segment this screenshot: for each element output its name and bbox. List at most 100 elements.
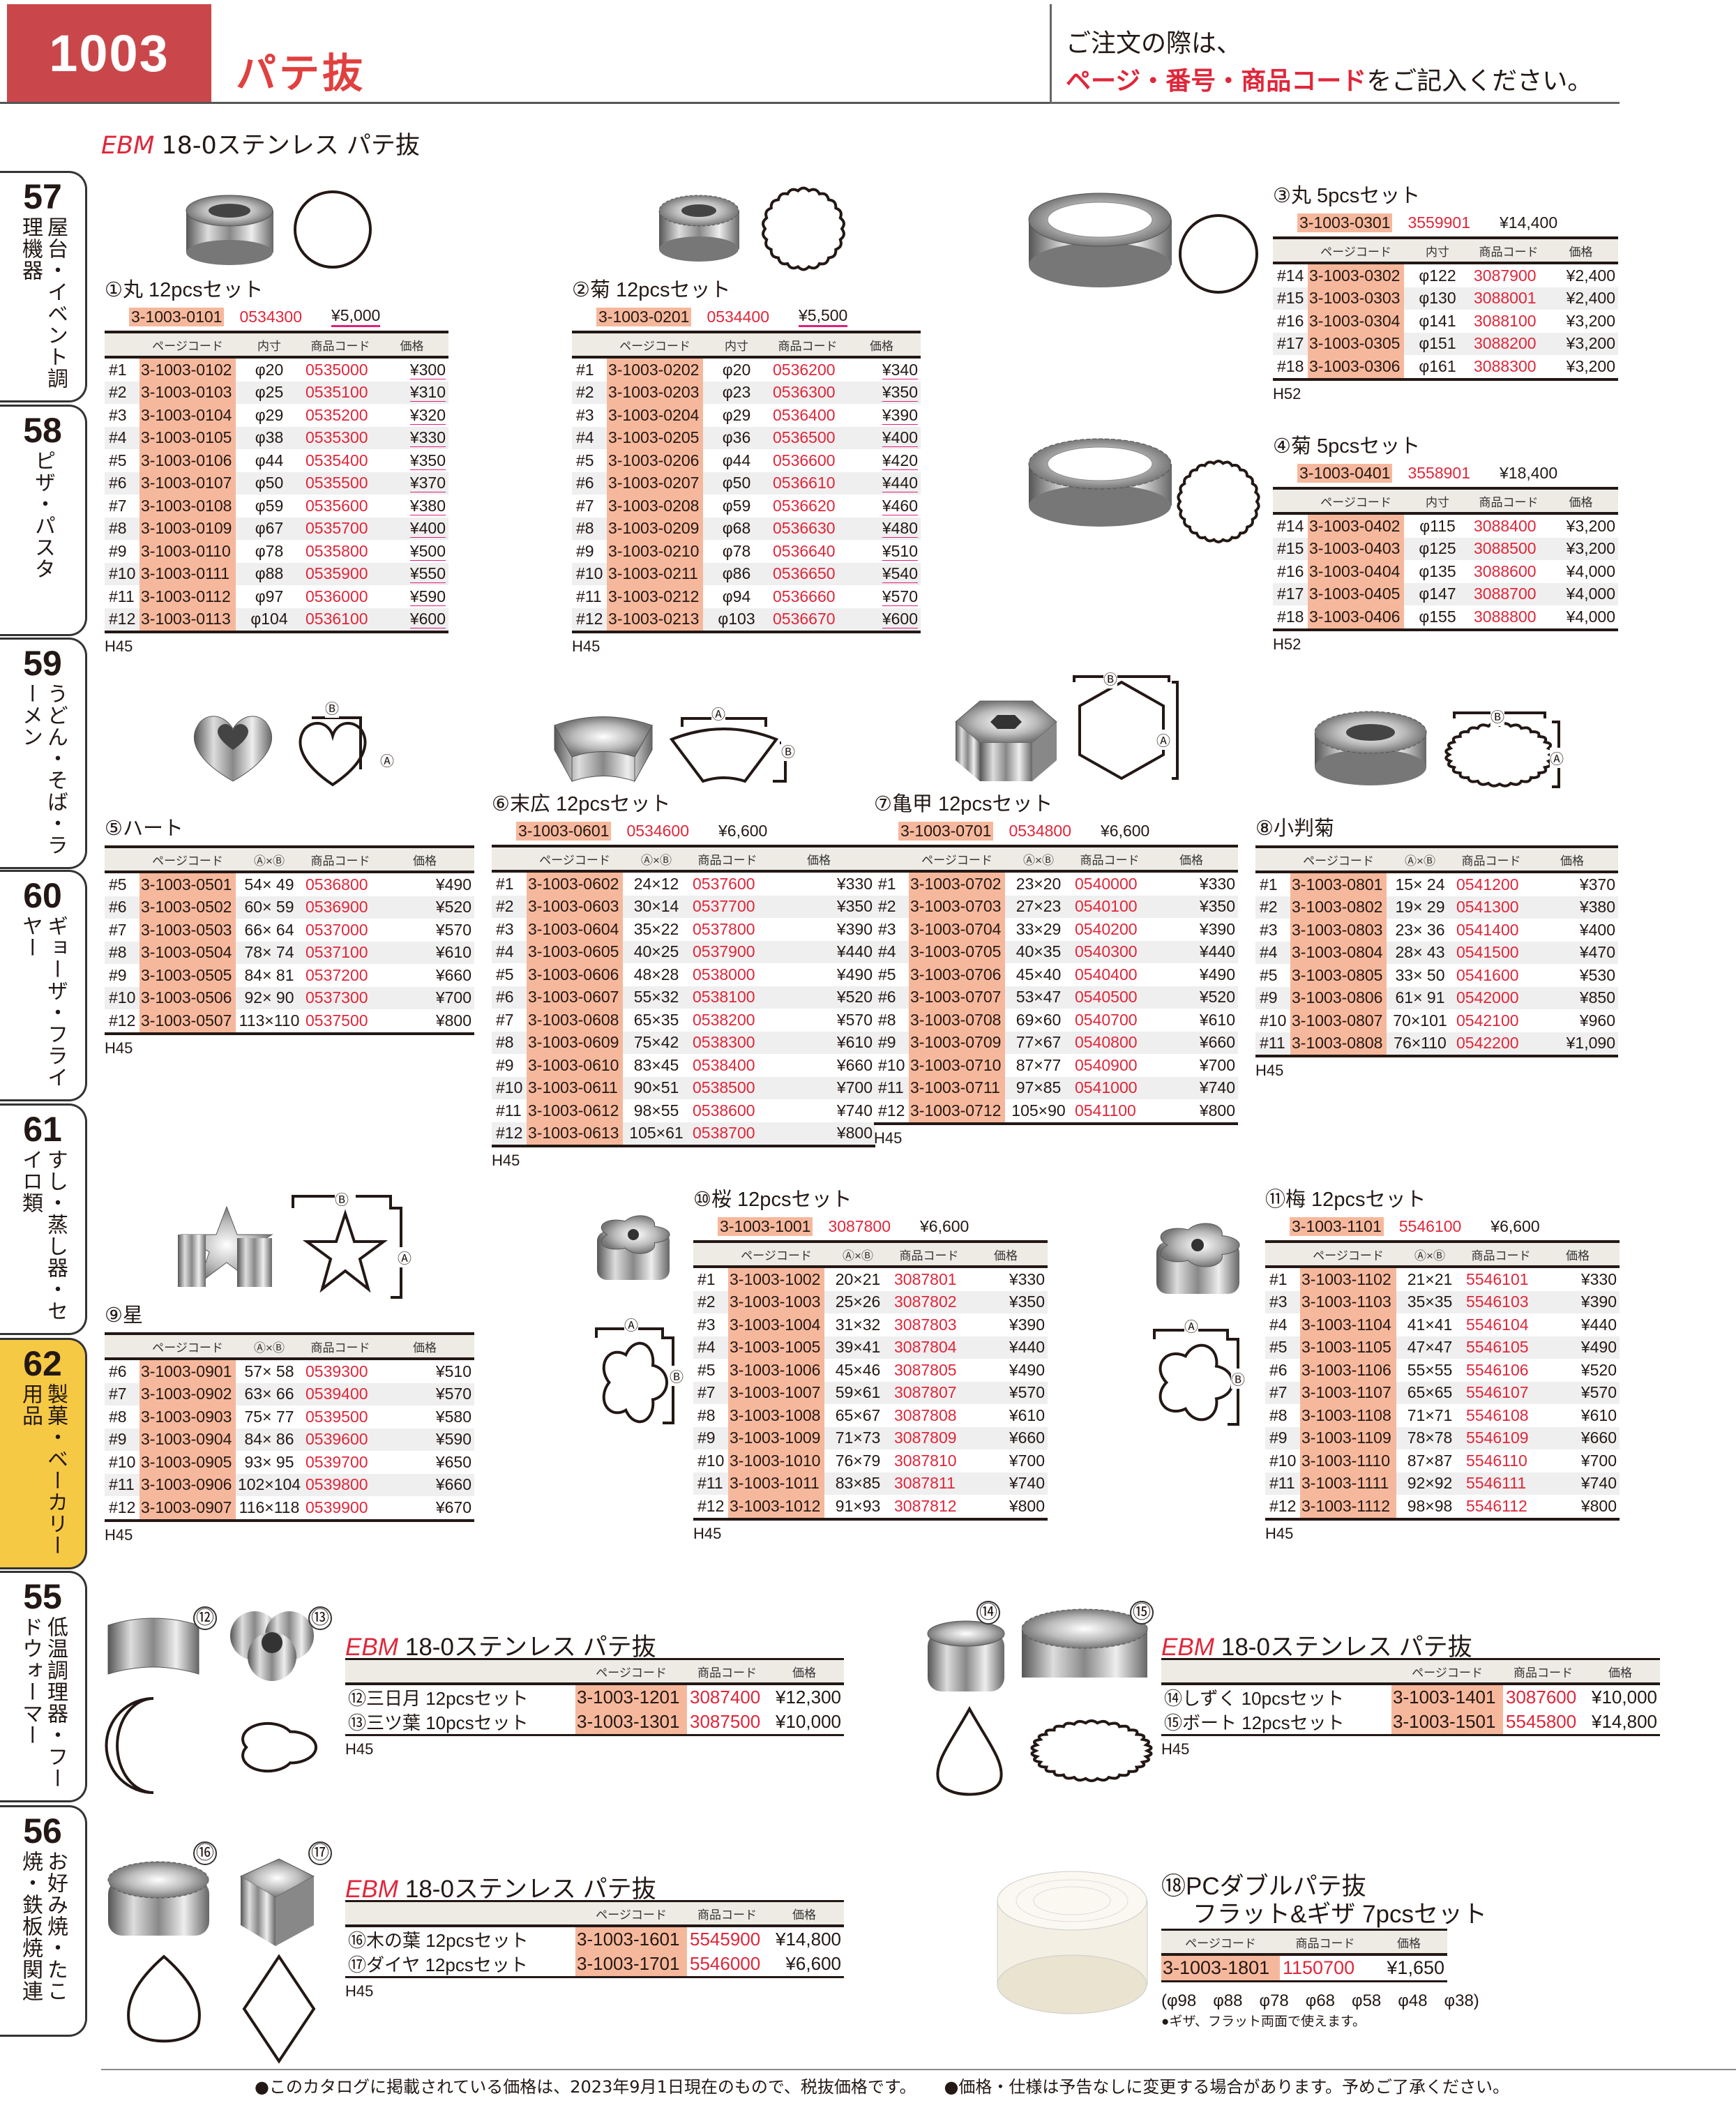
cell-no: #2 (878, 897, 896, 916)
cell-code: 0539700 (305, 1452, 368, 1471)
price: ¥490 (1009, 1360, 1045, 1379)
price: ¥580 (435, 1407, 471, 1426)
set-product-code: 0534800 (1009, 821, 1071, 840)
cell-dim: φ67 (255, 519, 284, 538)
cell-code: 5546106 (1466, 1360, 1529, 1379)
oval-scalloped-diagram (1444, 711, 1560, 788)
cell-no: #16 (1277, 562, 1304, 580)
dimension-label-a: Ⓐ (1550, 748, 1564, 768)
cell-page: 3-1003-0611 (527, 1076, 623, 1099)
notice-highlight: ページ・番号・商品コード (1066, 67, 1367, 96)
cell-price: ¥2,400 (1546, 289, 1618, 308)
cell-price: ¥3,200 (1546, 312, 1618, 331)
price: ¥350 (836, 897, 873, 916)
price: ¥670 (435, 1498, 471, 1516)
cell-page: 3-1003-0406 (1308, 605, 1404, 628)
cell-code: 0537900 (693, 942, 755, 961)
cell-price: ¥470 (1529, 943, 1618, 962)
cell-dim: 48×28 (633, 965, 679, 984)
cell-price: ¥380 (1529, 898, 1618, 917)
cell-price: ¥2,400 (1546, 266, 1618, 285)
cell-page: 3-1003-1009 (728, 1426, 824, 1449)
pc-set-title-line1: ⑱PCダブルパテ抜 (1161, 1873, 1366, 1900)
scalloped-circle-diagram (1177, 459, 1260, 544)
cell-price: ¥350 (845, 383, 921, 402)
cell-dim: 39×41 (835, 1338, 881, 1357)
ume-cutter-photo (1156, 1223, 1240, 1294)
column-header: 商品コード (1471, 1249, 1531, 1263)
cell-price: ¥800 (967, 1497, 1048, 1516)
price: ¥740 (836, 1101, 873, 1120)
cell-price: ¥570 (967, 1383, 1048, 1402)
cell-no: #9 (1260, 988, 1278, 1007)
price: ¥600 (882, 610, 918, 629)
cell-code: 0539500 (305, 1407, 368, 1426)
cell-page: 3-1003-0705 (909, 940, 1005, 963)
cell-code: 0536000 (305, 587, 368, 605)
cell-page: 3-1003-0112 (139, 585, 236, 608)
cell-price: ¥700 (765, 1078, 875, 1097)
cell-page: 3-1003-0609 (527, 1031, 623, 1054)
cell-price: ¥370 (378, 474, 448, 493)
cell-dim: φ161 (1419, 356, 1456, 375)
cell-price: ¥3,200 (1546, 357, 1618, 376)
cell-page: 3-1003-0707 (909, 986, 1005, 1009)
cell-no: #4 (496, 942, 514, 961)
cell-no: #10 (1269, 1451, 1297, 1470)
cell-page: 3-1003-1012 (728, 1495, 824, 1518)
cell-dim: 69×60 (1016, 1010, 1062, 1029)
cell-page: 3-1003-0901 (139, 1360, 236, 1383)
cell-price: ¥390 (765, 920, 875, 939)
cell-price: ¥800 (1539, 1497, 1620, 1516)
cell-dim: φ78 (722, 541, 751, 560)
cell-page: 3-1003-1008 (728, 1404, 824, 1427)
price: ¥440 (882, 474, 918, 493)
cell-code: 0541500 (1456, 943, 1519, 962)
height-note: H45 (345, 1982, 374, 2000)
cell-price: ¥610 (1147, 1011, 1238, 1030)
cell-page: 3-1003-0206 (607, 449, 703, 472)
tab-label: 低温調理器・フードウォーマー (18, 1616, 68, 1789)
cell-no: #8 (576, 519, 594, 538)
dimension-label-b: Ⓑ (1490, 706, 1504, 726)
cell-price: ¥390 (967, 1316, 1048, 1334)
cell-dim: φ50 (722, 474, 751, 492)
table-header: ページコード商品コード価格 (1161, 1660, 1660, 1685)
cell-price: ¥610 (967, 1406, 1048, 1425)
cell-no: #6 (878, 988, 896, 1007)
cell-no: #8 (496, 1033, 514, 1052)
cell-no: #11 (1269, 1474, 1295, 1493)
